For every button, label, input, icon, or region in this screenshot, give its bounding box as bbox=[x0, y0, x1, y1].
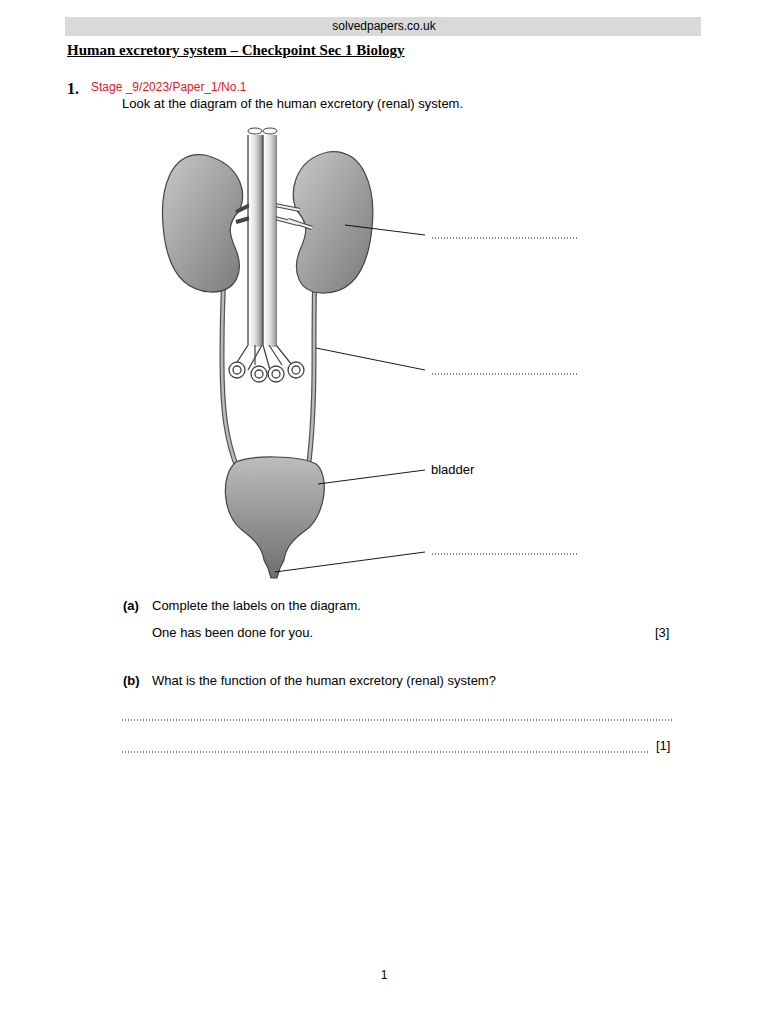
part-letter: (a) bbox=[123, 598, 139, 614]
question-text: What is the function of the human excret… bbox=[152, 673, 496, 689]
marks: [1] bbox=[656, 738, 670, 754]
paper-reference: Stage _9/2023/Paper_1/No.1 bbox=[91, 80, 246, 94]
instruction-text: Look at the diagram of the human excreto… bbox=[122, 96, 463, 112]
question-number: 1. bbox=[67, 79, 79, 98]
answer-lines bbox=[122, 238, 672, 752]
aorta bbox=[263, 135, 296, 370]
part-letter: (b) bbox=[123, 673, 140, 689]
question-text: Complete the labels on the diagram. bbox=[152, 598, 361, 614]
bladder-and-urethra bbox=[225, 457, 324, 578]
vena-cava bbox=[232, 135, 262, 370]
right-kidney bbox=[293, 152, 373, 293]
header-bar bbox=[65, 17, 701, 36]
page-number: 1 bbox=[381, 968, 388, 982]
page-title: Human excretory system – Checkpoint Sec … bbox=[67, 41, 405, 59]
bladder-label: bladder bbox=[431, 462, 474, 478]
iliac-vessels bbox=[229, 362, 304, 382]
site-header: solvedpapers.co.uk bbox=[332, 19, 435, 33]
marks: [3] bbox=[655, 625, 669, 641]
left-kidney bbox=[162, 155, 242, 292]
leader-lines bbox=[275, 225, 425, 572]
question-text: One has been done for you. bbox=[152, 625, 313, 641]
